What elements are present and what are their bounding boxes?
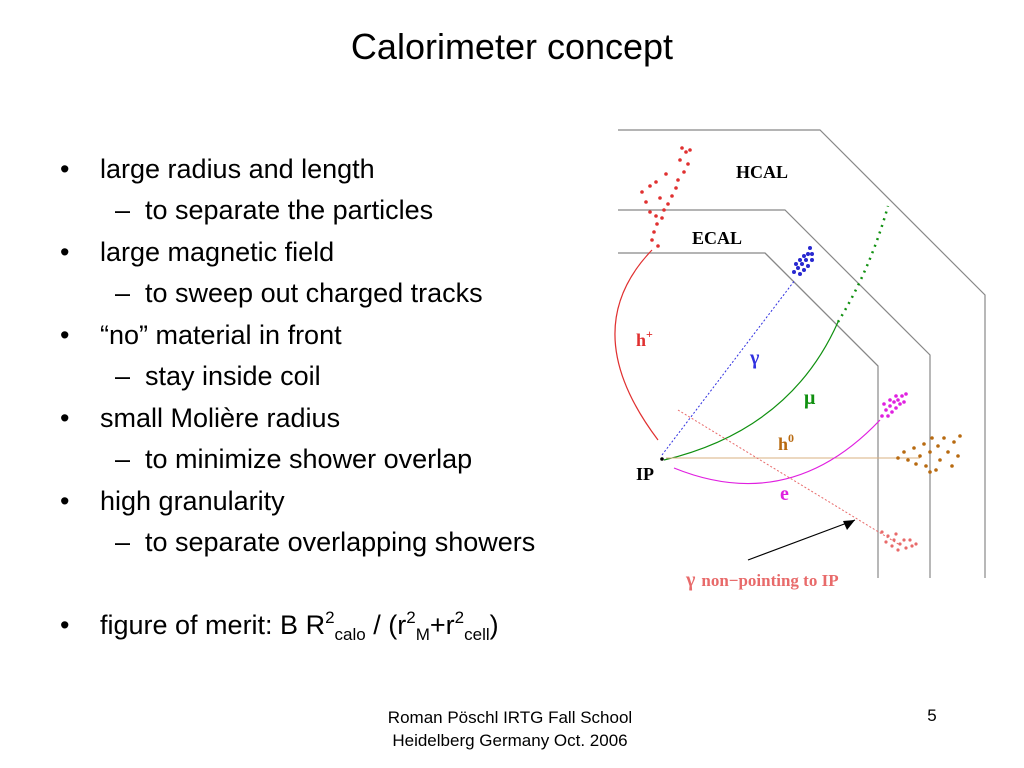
dash-marker: – <box>115 527 131 557</box>
ecal-label: ECAL <box>692 228 742 248</box>
dash-marker: – <box>115 278 131 308</box>
bullet-text: large magnetic field <box>100 237 335 267</box>
bullet-marker: • <box>60 154 70 184</box>
sub-bullet-text: to minimize shower overlap <box>145 444 473 474</box>
ecal-boundary-edge <box>764 252 879 367</box>
gamma-label: γ <box>749 347 760 369</box>
arrow-icon <box>747 519 856 561</box>
bullet-text: high granularity <box>100 486 285 516</box>
dash-marker: – <box>115 195 131 225</box>
h-zero-shower <box>896 434 962 474</box>
bullet-text: large radius and length <box>100 154 375 184</box>
sub-bullet-text: to separate overlapping showers <box>145 527 536 557</box>
bullet-text: small Molière radius <box>100 403 341 433</box>
ecal-inner-boundary <box>618 252 879 578</box>
mu-label: μ <box>804 387 816 409</box>
footer-line-2: Heidelberg Germany Oct. 2006 <box>392 731 628 750</box>
slide-title: Calorimeter concept <box>350 26 674 67</box>
footer-line-1: Roman Pöschl IRTG Fall School <box>387 708 633 727</box>
bullet-text: “no” material in front <box>100 320 342 350</box>
e-label: e <box>780 483 789 505</box>
h-zero-label: h0 <box>778 431 794 454</box>
ip-label: IP <box>636 464 654 484</box>
bullet-marker: • <box>60 237 70 267</box>
bullet-marker: • <box>60 320 70 350</box>
non-pointing-gamma-track <box>677 409 901 546</box>
hcal-outer-boundary <box>618 129 986 578</box>
mu-track-hcal <box>836 205 890 323</box>
e-shower <box>880 392 908 418</box>
non-pointing-gamma-shower <box>880 530 918 552</box>
figure-of-merit-formula: figure of merit: B R2calo / (r2M+r2cell) <box>100 608 499 644</box>
gamma-track <box>661 279 796 456</box>
h-plus-label: h+ <box>636 327 653 350</box>
hcal-inner-boundary <box>618 209 931 578</box>
dash-marker: – <box>115 361 131 391</box>
h-plus-shower <box>640 146 692 248</box>
footer-author: Roman Pöschl IRTG Fall School Heidelberg… <box>330 706 690 752</box>
e-track <box>673 419 881 485</box>
bullet-marker: • <box>60 403 70 433</box>
hcal-label: HCAL <box>736 162 788 182</box>
sub-bullet-text: stay inside coil <box>145 361 321 391</box>
bullet-marker: • <box>60 486 70 516</box>
bullet-marker: • <box>60 610 70 640</box>
ip-point <box>660 457 664 461</box>
sub-bullet-text: to separate the particles <box>145 195 434 225</box>
dash-marker: – <box>115 444 131 474</box>
mu-track <box>663 321 839 461</box>
page-number: 5 <box>927 706 937 725</box>
sub-bullet-text: to sweep out charged tracks <box>145 278 483 308</box>
gamma-shower <box>792 246 814 276</box>
h-plus-track <box>614 249 659 441</box>
